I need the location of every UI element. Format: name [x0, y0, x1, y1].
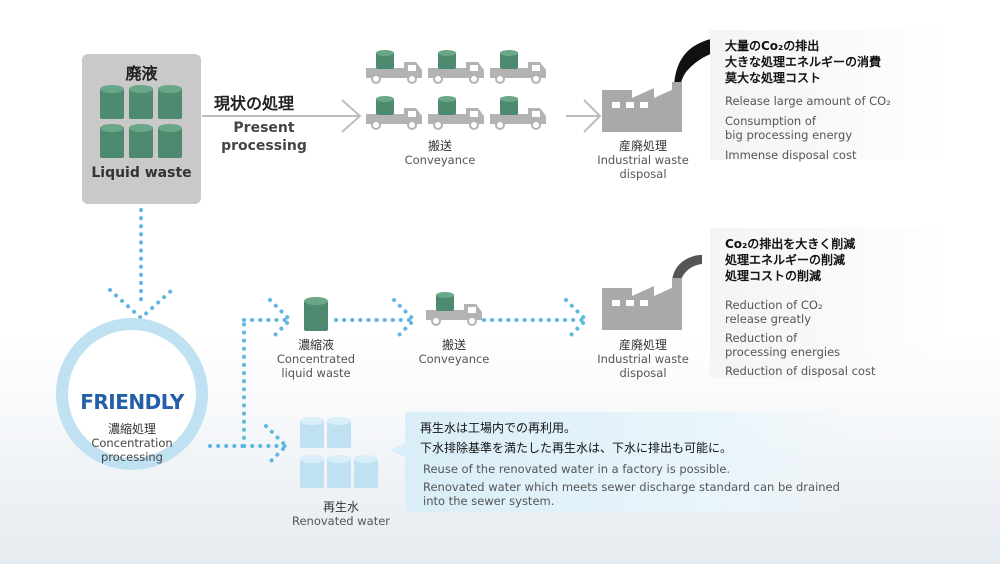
renovated-water-barrels-icon — [300, 417, 378, 488]
callout-mid-jp-1: Co₂の排出を大きく削減 — [725, 237, 856, 251]
bubble-en-1: Reuse of the renovated water in a factor… — [423, 462, 731, 476]
disposal-mid-jp: 産廃処理 — [618, 338, 667, 352]
present-processing-label-jp: 現状の処理 — [214, 94, 295, 113]
callout-top-en-3: big processing energy — [725, 128, 853, 142]
friendly-en-1: Concentration — [91, 436, 173, 450]
callout-mid-en-4: processing energies — [725, 345, 841, 359]
callout-mid-en: Reduction of CO₂ release greatly Reducti… — [725, 298, 875, 378]
friendly-jp: 濃縮処理 — [107, 422, 156, 436]
bubble-jp: 再生水は工場内での再利用。 下水排除基準を満たした再生水は、下水に排出も可能に。 — [420, 418, 732, 458]
callout-top-en-2: Consumption of — [725, 114, 816, 128]
liquid-waste-barrels-icon — [100, 85, 182, 158]
callout-mid-jp: Co₂の排出を大きく削減 処理エネルギーの削減 処理コストの削減 — [725, 236, 855, 284]
conveyance-mid-en: Conveyance — [418, 352, 490, 366]
callout-mid-en-2: release greatly — [725, 312, 811, 326]
bubble-jp-2: 下水排除基準を満たした再生水は、下水に排出も可能に。 — [420, 441, 733, 455]
renovated-en: Renovated water — [291, 514, 391, 528]
disposal-top-en: Industrial waste disposal — [592, 153, 694, 182]
present-arrow-icon — [202, 99, 362, 133]
callout-top-box — [710, 30, 950, 160]
callout-top-jp: 大量のCo₂の排出 大きな処理エネルギーの消費 莫大な処理コスト — [725, 38, 881, 86]
present-processing-label-en: Present processing — [214, 120, 314, 155]
callout-mid-box — [710, 228, 950, 378]
disposal-mid-en-2: disposal — [619, 365, 667, 380]
conveyance-mid-truck-icon — [426, 292, 482, 326]
callout-top-jp-1: 大量のCo₂の排出 — [725, 39, 820, 53]
callout-top-en-1: Release large amount of CO₂ — [725, 94, 891, 108]
disposal-mid-en: Industrial waste disposal — [592, 352, 694, 381]
renovated-jp: 再生水 — [322, 500, 359, 514]
bubble-en-2: Renovated water which meets sewer discha… — [423, 480, 840, 494]
callout-top-en: Release large amount of CO₂ Consumption … — [725, 94, 891, 162]
concentrated-en-2: liquid waste — [281, 365, 351, 380]
callout-top-jp-2: 大きな処理エネルギーの消費 — [725, 55, 882, 69]
conveyance-top-jp: 搬送 — [427, 139, 452, 153]
present-en-line-1: Present — [233, 120, 295, 136]
friendly-en-2: processing — [101, 449, 163, 464]
bubble-en: Reuse of the renovated water in a factor… — [423, 462, 840, 508]
friendly-en: Concentration processing — [56, 436, 208, 465]
concentrated-barrel-icon — [304, 297, 328, 331]
conveyance-arrow-icon — [566, 99, 602, 133]
conveyance-top-en: Conveyance — [404, 153, 476, 167]
factory-mid-icon — [602, 255, 702, 330]
concentrated-jp: 濃縮液 — [297, 338, 334, 352]
conveyance-mid-jp: 搬送 — [441, 338, 466, 352]
callout-top-jp-3: 莫大な処理コスト — [725, 71, 822, 85]
disposal-top-en-1: Industrial waste — [597, 153, 689, 167]
liquid-waste-title-jp: 廃液 — [125, 64, 158, 83]
disposal-top-jp: 産廃処理 — [618, 139, 667, 153]
bubble-en-3: into the sewer system. — [423, 494, 555, 508]
callout-mid-en-5: Reduction of disposal cost — [725, 364, 876, 378]
bubble-pointer — [390, 442, 408, 458]
disposal-mid-en-1: Industrial waste — [597, 352, 689, 366]
concentrated-en: Concentrated liquid waste — [266, 352, 366, 381]
bubble-jp-1: 再生水は工場内での再利用。 — [420, 421, 577, 435]
renovated-info-bubble — [405, 412, 845, 512]
disposal-top-en-2: disposal — [619, 166, 667, 181]
callout-mid-en-3: Reduction of — [725, 331, 798, 345]
callout-mid-en-1: Reduction of CO₂ — [725, 298, 823, 312]
liquid-waste-title-en: Liquid waste — [91, 165, 192, 181]
callout-top-en-4: Immense disposal cost — [725, 148, 857, 162]
concentrated-en-1: Concentrated — [276, 352, 356, 366]
friendly-title: FRIENDLY — [80, 390, 184, 414]
callout-mid-jp-3: 処理コストの削減 — [725, 269, 822, 283]
present-en-line-2: processing — [221, 137, 307, 154]
callout-mid-jp-2: 処理エネルギーの削減 — [725, 253, 846, 267]
